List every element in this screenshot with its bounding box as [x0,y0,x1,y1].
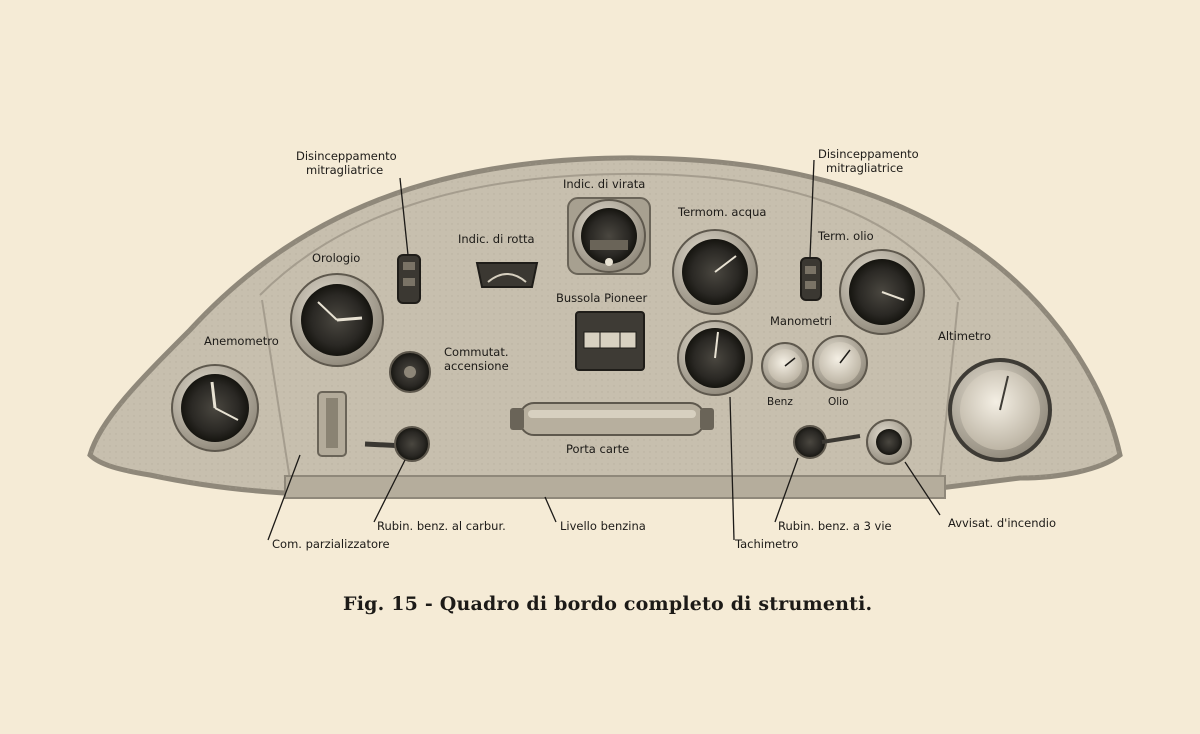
figure-caption: Fig. 15 - Quadro di bordo completo di st… [343,593,872,615]
label-commut-2: accensione [444,359,509,373]
label-indic-rotta: Indic. di rotta [458,232,535,246]
label-tachimetro: Tachimetro [734,537,798,551]
label-rubin-3vie: Rubin. benz. a 3 vie [778,519,892,533]
label-orologio: Orologio [312,251,360,265]
label-rubin-carbur: Rubin. benz. al carbur. [377,519,506,533]
porta-carte-cylinder [510,402,714,436]
label-com-parzializzatore: Com. parzializzatore [272,537,390,551]
anemometro-gauge [171,364,259,452]
orologio-gauge [290,273,384,367]
label-term-olio: Term. olio [817,229,874,243]
label-disinc-right-2: mitragliatrice [826,161,903,175]
avvisat-incendio-knob [866,419,912,465]
label-olio: Olio [828,396,849,408]
disinc-right-handle [800,257,822,301]
bussola-pioneer-box [575,311,645,371]
label-anemometro: Anemometro [204,334,279,348]
parzializzatore-lever [317,391,347,457]
term-olio-gauge [839,249,925,335]
indic-virata-gauge [567,197,651,275]
altimetro-gauge [948,358,1052,462]
label-disinc-left-2: mitragliatrice [306,163,383,177]
label-altimetro: Altimetro [938,329,991,343]
label-porta-carte: Porta carte [566,442,629,456]
termom-acqua-gauge [672,229,758,315]
label-termom-acqua: Termom. acqua [677,205,766,219]
label-disinc-right-1: Disinceppamento [818,147,919,161]
label-disinc-left-1: Disinceppamento [296,149,397,163]
label-commut-1: Commutat. [444,345,508,359]
rubin-3vie-knob [793,425,861,459]
leader-lines [267,159,941,541]
disinc-left-handle [397,254,421,304]
label-benz: Benz [767,396,793,408]
label-livello-benzina: Livello benzina [560,519,646,533]
tachimetro-gauge [677,320,753,396]
commutatore-knob [389,351,431,393]
label-avvisat-incendio: Avvisat. d'incendio [948,516,1056,530]
label-bussola: Bussola Pioneer [556,291,647,305]
manometro-olio-gauge [812,335,868,391]
manometro-benz-gauge [761,342,809,390]
indic-rotta-gauge [475,262,539,288]
label-manometri: Manometri [770,314,832,328]
rubin-carbur-knob [364,426,430,462]
label-indic-virata: Indic. di virata [563,177,645,191]
